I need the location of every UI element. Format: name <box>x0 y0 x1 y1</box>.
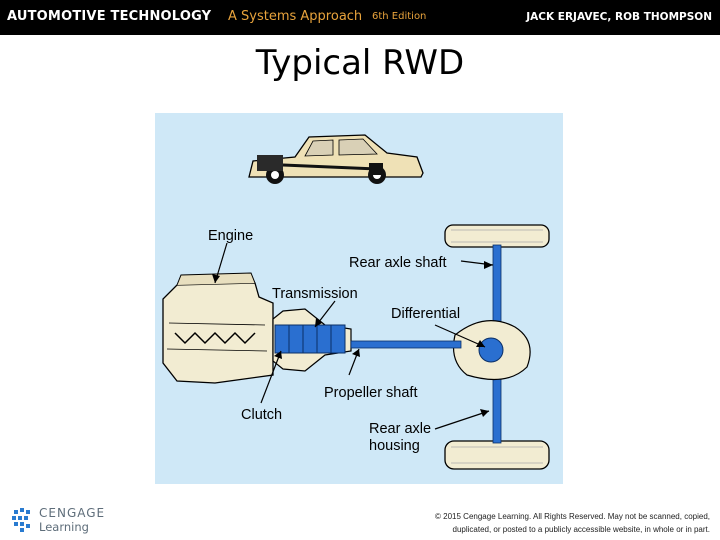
cengage-logo-icon <box>12 508 30 532</box>
label-propeller-shaft: Propeller shaft <box>324 385 418 401</box>
label-rear-axle-housing-line1: Rear axle <box>369 421 432 437</box>
book-title: AUTOMOTIVE TECHNOLOGY <box>7 9 212 24</box>
book-edition: 6th Edition <box>372 11 427 22</box>
rwd-diagram <box>162 134 550 470</box>
logo-text-learning: Learning <box>39 520 89 534</box>
label-transmission: Transmission <box>272 286 358 302</box>
rear-tire-bottom <box>444 440 550 470</box>
slide-title: Typical RWD <box>255 43 465 83</box>
label-rear-axle-housing-line2: housing <box>369 438 420 454</box>
rear-tire-top <box>444 224 550 248</box>
copyright-notice: © 2015 Cengage Learning. All Rights Rese… <box>410 510 710 536</box>
book-subtitle: A Systems Approach <box>228 9 363 24</box>
transmission-unit <box>272 308 352 372</box>
car-illustration <box>248 134 424 184</box>
book-authors: JACK ERJAVEC, ROB THOMPSON <box>526 11 712 23</box>
rwd-figure: Engine Rear axle shaft Transmission Diff… <box>155 113 563 484</box>
header-bar: AUTOMOTIVE TECHNOLOGY A Systems Approach… <box>0 0 720 35</box>
copyright-line-1: © 2015 Cengage Learning. All Rights Rese… <box>435 512 710 521</box>
propeller-shaft <box>350 340 462 349</box>
cengage-logo: CENGAGE Learning <box>12 505 117 534</box>
label-engine: Engine <box>208 228 254 244</box>
copyright-line-2: duplicated, or posted to a publicly acce… <box>452 525 710 534</box>
label-arrowheads <box>212 261 493 417</box>
label-clutch: Clutch <box>241 407 283 423</box>
label-rear-axle-shaft: Rear axle shaft <box>349 255 447 271</box>
logo-text-cengage: CENGAGE <box>39 506 106 520</box>
label-differential: Differential <box>391 306 461 322</box>
differential-gear <box>478 337 504 363</box>
engine-block <box>162 272 274 384</box>
